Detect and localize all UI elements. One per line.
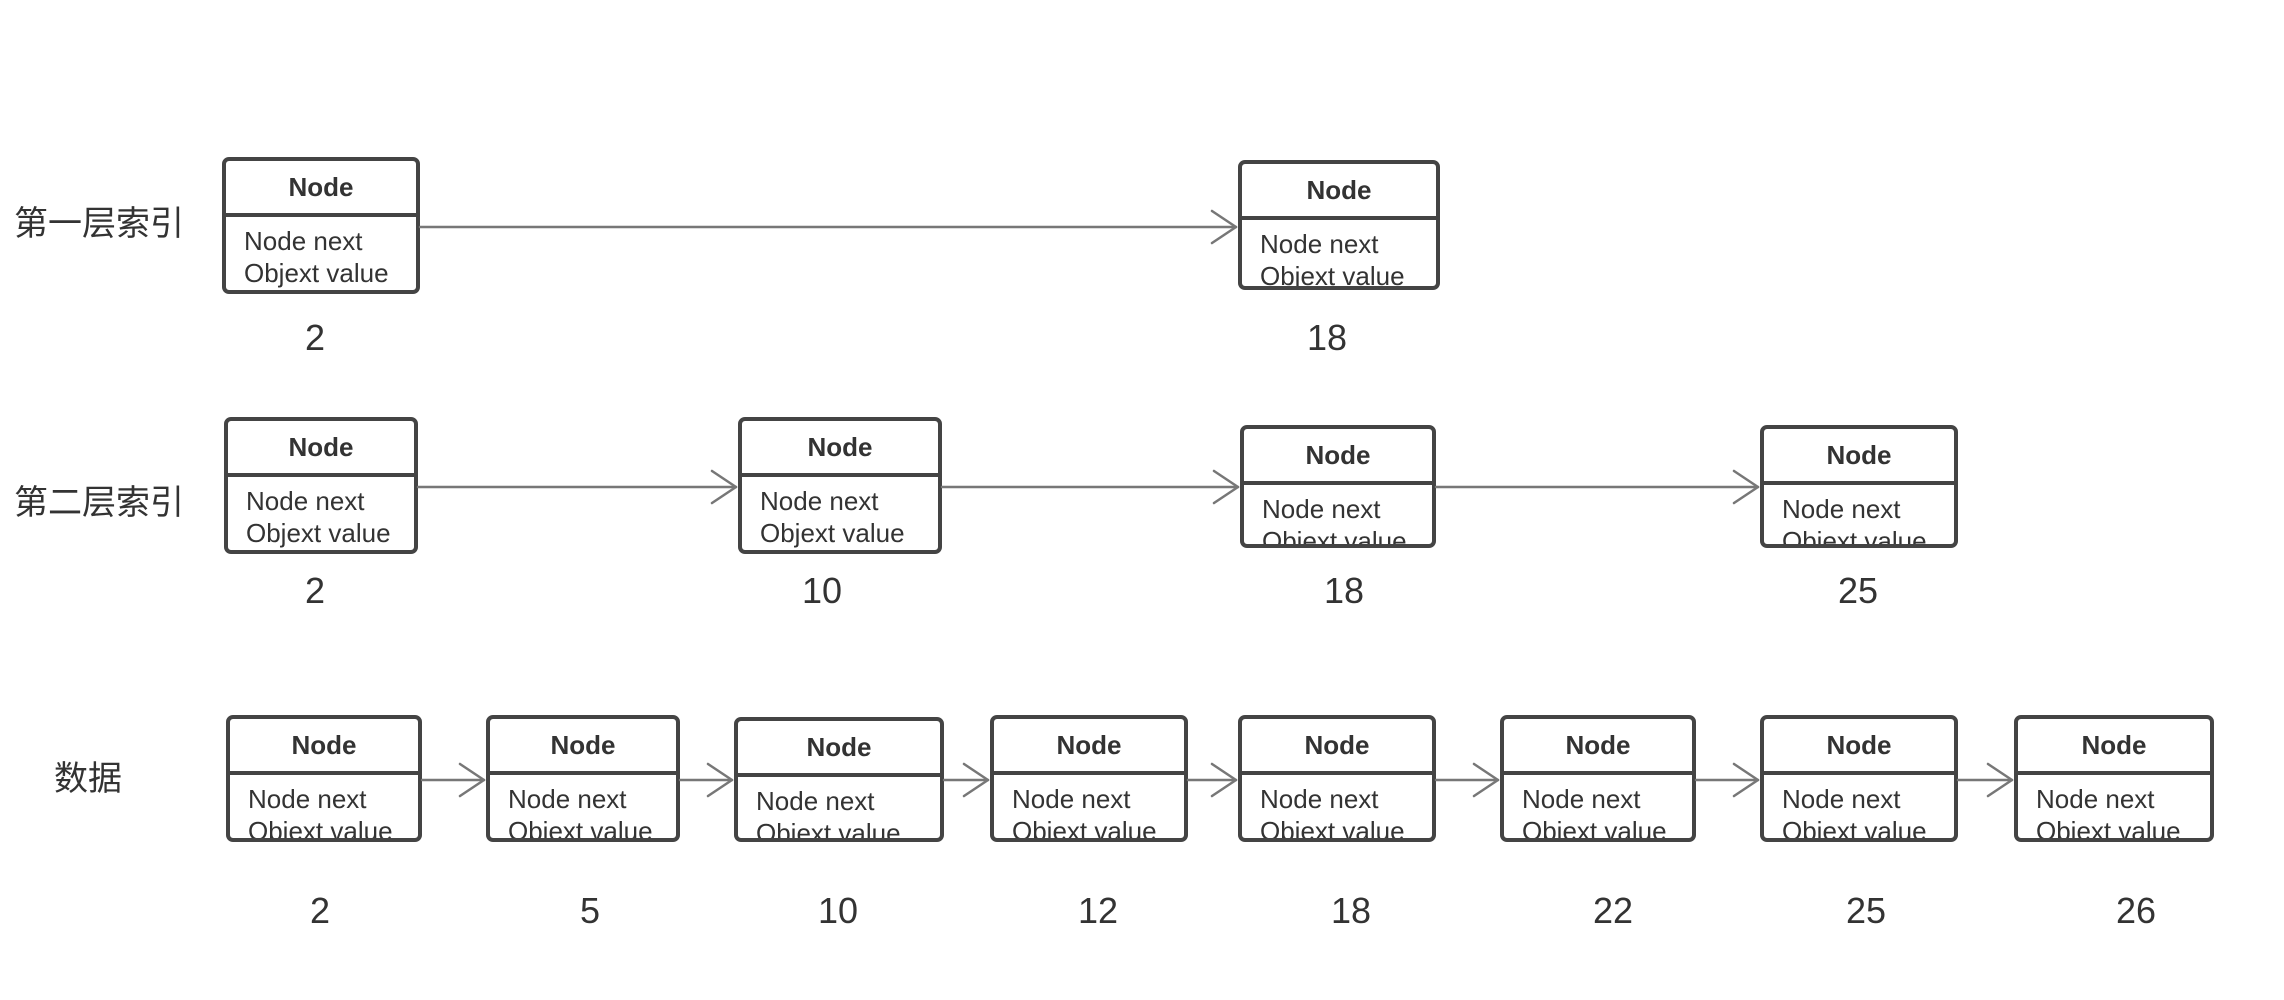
- node-fields: Node next Objext value: [508, 783, 653, 842]
- data-node-5: Node Node next Objext value: [486, 715, 680, 842]
- node-value-field: Objext value: [244, 258, 389, 288]
- arrow-l2-18-to-25: [1434, 469, 1760, 505]
- node-header: Node: [490, 719, 676, 775]
- level-2-node-18: Node Node next Objext value: [1240, 425, 1436, 548]
- node-fields: Node next Objext value: [1260, 783, 1405, 842]
- node-header: Node: [1764, 719, 1954, 775]
- node-next-field: Node next: [1012, 784, 1131, 814]
- level-2-key-18: 18: [1323, 570, 1365, 611]
- level-2-node-2: Node Node next Objext value: [224, 417, 418, 554]
- node-next-field: Node next: [1262, 494, 1381, 524]
- level-1-node-2: Node Node next Objext value: [222, 157, 420, 294]
- node-next-field: Node next: [508, 784, 627, 814]
- node-fields: Node next Objext value: [1262, 493, 1407, 548]
- node-value-field: Objext value: [246, 518, 391, 548]
- node-fields: Node next Objext value: [1782, 783, 1927, 842]
- node-next-field: Node next: [760, 486, 879, 516]
- node-fields: Node next Objext value: [756, 785, 901, 842]
- node-header: Node: [738, 721, 940, 777]
- node-value-field: Objext value: [1012, 816, 1157, 842]
- node-value-field: Objext value: [508, 816, 653, 842]
- level-2-key-25: 25: [1837, 570, 1879, 611]
- level-2-node-10: Node Node next Objext value: [738, 417, 942, 554]
- data-key-5: 5: [579, 890, 601, 931]
- data-level-label: 数据: [54, 759, 122, 799]
- node-next-field: Node next: [1522, 784, 1641, 814]
- data-node-25: Node Node next Objext value: [1760, 715, 1958, 842]
- node-value-field: Objext value: [248, 816, 393, 842]
- node-header: Node: [230, 719, 418, 775]
- node-next-field: Node next: [1782, 494, 1901, 524]
- data-key-10: 10: [817, 890, 859, 931]
- node-next-field: Node next: [1782, 784, 1901, 814]
- node-header: Node: [1504, 719, 1692, 775]
- data-node-12: Node Node next Objext value: [990, 715, 1188, 842]
- level-2-label: 第二层索引: [14, 483, 184, 523]
- arrow-d-2-to-5: [420, 762, 486, 798]
- node-header: Node: [226, 161, 416, 217]
- node-fields: Node next Objext value: [1782, 493, 1927, 548]
- arrow-d-25-to-26: [1956, 762, 2014, 798]
- arrow-d-12-to-18: [1186, 762, 1238, 798]
- level-2-key-2: 2: [304, 570, 326, 611]
- node-header: Node: [2018, 719, 2210, 775]
- node-header: Node: [1242, 719, 1432, 775]
- node-next-field: Node next: [246, 486, 365, 516]
- node-next-field: Node next: [244, 226, 363, 256]
- data-key-12: 12: [1077, 890, 1119, 931]
- node-fields: Node next Objext value: [760, 485, 905, 549]
- node-header: Node: [994, 719, 1184, 775]
- node-value-field: Objext value: [756, 818, 901, 842]
- node-value-field: Objext value: [1782, 816, 1927, 842]
- arrow-d-18-to-22: [1434, 762, 1500, 798]
- node-value-field: Objext value: [1522, 816, 1667, 842]
- data-node-2: Node Node next Objext value: [226, 715, 422, 842]
- node-fields: Node next Objext value: [1522, 783, 1667, 842]
- node-fields: Node next Objext value: [2036, 783, 2181, 842]
- data-node-10: Node Node next Objext value: [734, 717, 944, 842]
- arrow-d-10-to-12: [942, 762, 990, 798]
- node-value-field: Objext value: [1260, 816, 1405, 842]
- arrow-l1-2-to-18: [418, 209, 1238, 245]
- node-value-field: Objext value: [760, 518, 905, 548]
- level-2-node-25: Node Node next Objext value: [1760, 425, 1958, 548]
- data-node-26: Node Node next Objext value: [2014, 715, 2214, 842]
- node-next-field: Node next: [1260, 229, 1379, 259]
- node-fields: Node next Objext value: [1012, 783, 1157, 842]
- node-fields: Node next Objext value: [246, 485, 391, 549]
- arrow-d-22-to-25: [1694, 762, 1760, 798]
- node-header: Node: [1242, 164, 1436, 220]
- data-key-18: 18: [1330, 890, 1372, 931]
- arrow-l2-10-to-18: [940, 469, 1240, 505]
- node-fields: Node next Objext value: [1260, 228, 1405, 290]
- arrow-d-5-to-10: [678, 762, 734, 798]
- node-next-field: Node next: [2036, 784, 2155, 814]
- level-1-node-18: Node Node next Objext value: [1238, 160, 1440, 290]
- data-key-26: 26: [2115, 890, 2157, 931]
- level-1-label: 第一层索引: [14, 204, 184, 244]
- node-value-field: Objext value: [2036, 816, 2181, 842]
- node-header: Node: [228, 421, 414, 477]
- node-value-field: Objext value: [1262, 526, 1407, 548]
- data-node-22: Node Node next Objext value: [1500, 715, 1696, 842]
- node-next-field: Node next: [1260, 784, 1379, 814]
- data-node-18: Node Node next Objext value: [1238, 715, 1436, 842]
- node-header: Node: [1244, 429, 1432, 485]
- node-fields: Node next Objext value: [248, 783, 393, 842]
- node-next-field: Node next: [756, 786, 875, 816]
- data-key-22: 22: [1592, 890, 1634, 931]
- node-value-field: Objext value: [1260, 261, 1405, 290]
- node-value-field: Objext value: [1782, 526, 1927, 548]
- data-key-2: 2: [309, 890, 331, 931]
- data-key-25: 25: [1845, 890, 1887, 931]
- node-header: Node: [742, 421, 938, 477]
- level-2-key-10: 10: [801, 570, 843, 611]
- arrow-l2-2-to-10: [416, 469, 738, 505]
- level-1-key-18: 18: [1306, 317, 1348, 358]
- node-header: Node: [1764, 429, 1954, 485]
- node-next-field: Node next: [248, 784, 367, 814]
- level-1-key-2: 2: [304, 317, 326, 358]
- node-fields: Node next Objext value: [244, 225, 389, 289]
